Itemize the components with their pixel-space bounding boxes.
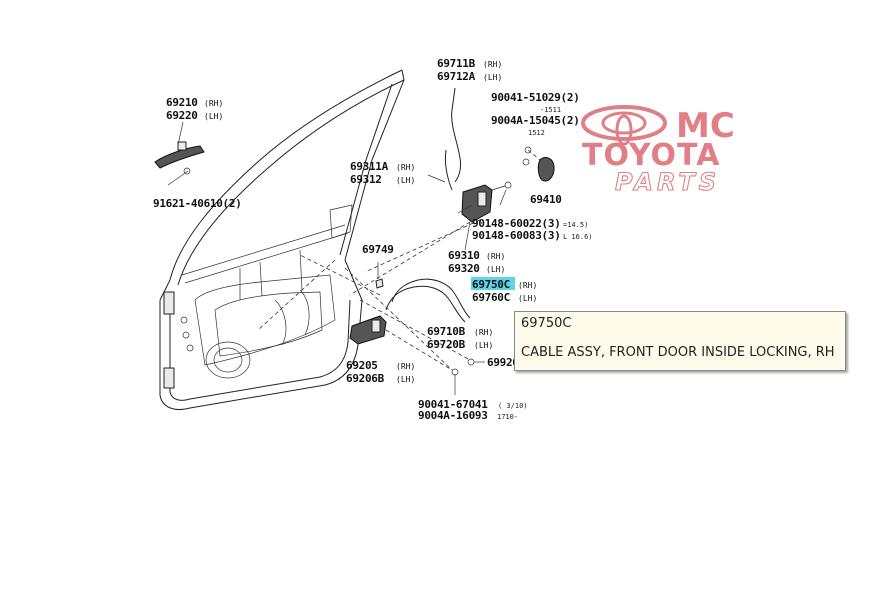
label-90148-60083[interactable]: 90148-60083(3) xyxy=(472,229,561,242)
note-9004A-16093: 1710- xyxy=(497,413,518,421)
door-lock-part xyxy=(461,181,512,251)
label-69712A[interactable]: 69712A xyxy=(437,70,476,83)
side-69750C: (RH) xyxy=(518,281,537,290)
part-tooltip: 69750C CABLE ASSY, FRONT DOOR INSIDE LOC… xyxy=(514,311,846,371)
side-69205: (RH) xyxy=(396,362,415,371)
label-69220[interactable]: 69220 xyxy=(166,109,198,122)
label-90148-60022[interactable]: 90148-60022(3) xyxy=(472,217,561,230)
rod-part xyxy=(445,87,461,191)
tooltip-code: 69750C xyxy=(521,316,572,331)
side-69711B: (RH) xyxy=(483,60,502,69)
note-90041-51029: -1511 xyxy=(540,106,561,114)
label-69720B[interactable]: 69720B xyxy=(427,338,466,351)
label-69320[interactable]: 69320 xyxy=(448,262,480,275)
cable-part xyxy=(385,278,471,323)
label-69920[interactable]: 69920 xyxy=(487,356,519,369)
side-69712A: (LH) xyxy=(483,73,502,82)
label-90041-67041[interactable]: 90041-67041 xyxy=(418,398,489,411)
side-69720B: (LH) xyxy=(474,341,493,350)
logo-line1: MC xyxy=(676,106,735,146)
side-69311A: (RH) xyxy=(396,163,415,172)
label-90041-51029[interactable]: 90041-51029(2) xyxy=(491,91,580,104)
side-69220: (LH) xyxy=(204,112,223,121)
inside-handle-part xyxy=(349,315,387,345)
side-69312: (LH) xyxy=(396,176,415,185)
logo-line2: TOYOTA xyxy=(582,138,720,173)
note-90148-60022: =14.5) xyxy=(563,221,588,229)
tooltip-description: CABLE ASSY, FRONT DOOR INSIDE LOCKING, R… xyxy=(521,345,835,360)
label-69749[interactable]: 69749 xyxy=(362,243,394,256)
label-69410[interactable]: 69410 xyxy=(530,193,562,206)
part-labels: 69210 (RH) 69220 (LH) 91621-40610(2) 697… xyxy=(153,57,593,422)
side-69210: (RH) xyxy=(204,99,223,108)
outside-handle-part xyxy=(154,121,205,175)
highlight-69750C xyxy=(471,277,515,290)
leader-lines xyxy=(167,170,507,395)
label-91621-40610[interactable]: 91621-40610(2) xyxy=(153,197,242,210)
clip-part xyxy=(375,262,384,289)
label-69205[interactable]: 69205 xyxy=(346,359,378,372)
label-9004A-16093[interactable]: 9004A-16093 xyxy=(418,409,488,422)
side-69320: (LH) xyxy=(486,265,505,274)
label-69312[interactable]: 69312 xyxy=(350,173,382,186)
side-69310: (RH) xyxy=(486,252,505,261)
note-90041-67041: ( 3/10) xyxy=(498,402,528,410)
door-drawing xyxy=(159,69,405,410)
note-9004A-15045: 1512 xyxy=(528,129,545,137)
label-69711B[interactable]: 69711B xyxy=(437,57,476,70)
label-69760C[interactable]: 69760C xyxy=(472,291,510,304)
lock-motor-part xyxy=(522,146,555,182)
toyota-emblem-icon xyxy=(581,105,667,146)
note-90148-60083: L 16.6) xyxy=(563,233,593,241)
label-9004A-15045[interactable]: 9004A-15045(2) xyxy=(491,114,580,127)
label-69750C[interactable]: 69750C xyxy=(472,278,510,291)
side-69760C: (LH) xyxy=(518,294,537,303)
label-69210[interactable]: 69210 xyxy=(166,96,198,109)
label-69310[interactable]: 69310 xyxy=(448,249,480,262)
label-69311A[interactable]: 69311A xyxy=(350,160,389,173)
side-69206B: (LH) xyxy=(396,375,415,384)
label-69206B[interactable]: 69206B xyxy=(346,372,385,385)
label-69710B[interactable]: 69710B xyxy=(427,325,466,338)
toyota-logo: MC TOYOTA PARTS xyxy=(581,105,735,197)
logo-line3: PARTS xyxy=(615,168,720,196)
side-69710B: (RH) xyxy=(474,328,493,337)
